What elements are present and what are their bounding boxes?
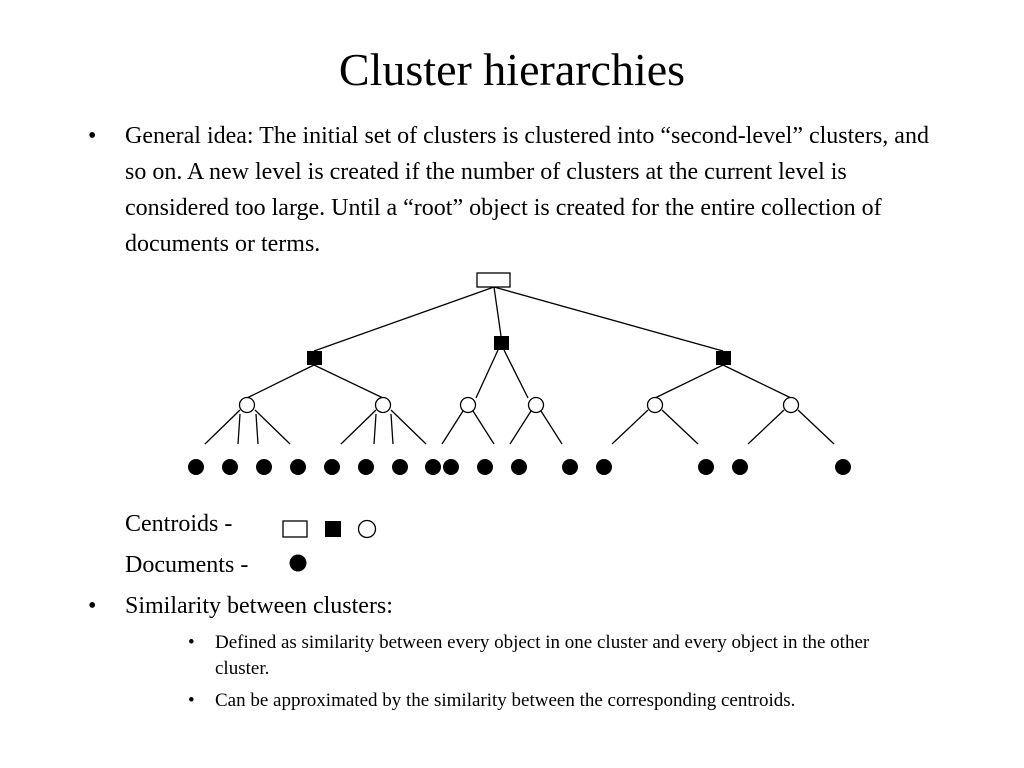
edge <box>540 410 563 445</box>
edge <box>661 409 699 445</box>
bullet-general-idea: • General idea: The initial set of clust… <box>88 118 948 262</box>
root-centroid-rectangle <box>476 272 511 288</box>
document-dot <box>698 459 714 475</box>
document-dot <box>222 459 238 475</box>
tree-edges <box>204 286 835 445</box>
edge <box>747 409 785 445</box>
edge <box>204 409 241 445</box>
sub-bullet-approximated: • Can be approximated by the similarity … <box>188 688 928 714</box>
level2-centroid-circle <box>238 396 256 414</box>
edge <box>340 409 377 445</box>
sub-bullet-marker: • <box>188 632 195 653</box>
edge <box>254 409 291 445</box>
document-dot <box>596 459 612 475</box>
edge <box>441 410 464 445</box>
edge <box>503 349 529 399</box>
bullet-marker: • <box>88 123 97 149</box>
sub-bullet-text: Defined as similarity between every obje… <box>215 632 870 679</box>
bullet-similarity: • Similarity between clusters: <box>88 588 948 624</box>
edge <box>509 410 532 445</box>
document-dot <box>835 459 851 475</box>
legend-documents-label: Documents - <box>125 552 249 578</box>
edge <box>472 410 495 445</box>
sub-bullet-defined: • Defined as similarity between every ob… <box>188 630 928 682</box>
legend-centroids-label: Centroids - <box>125 511 233 537</box>
level1-centroid-square <box>307 351 322 365</box>
level2-centroid-circle <box>459 396 477 414</box>
document-dot <box>732 459 748 475</box>
document-dot <box>511 459 527 475</box>
document-dot <box>562 459 578 475</box>
level1-centroid-square <box>494 336 509 350</box>
document-dot <box>324 459 340 475</box>
level2-centroid-circle <box>646 396 664 414</box>
legend-document-dot <box>289 554 307 572</box>
edge <box>797 409 835 445</box>
document-dot <box>358 459 374 475</box>
edge <box>390 413 394 445</box>
sub-bullet-marker: • <box>188 690 195 711</box>
bullet-marker: • <box>88 593 97 619</box>
level1-centroid-square <box>716 351 731 365</box>
edge <box>475 349 499 399</box>
edge <box>654 364 724 399</box>
level2-centroid-circle <box>527 396 545 414</box>
document-dot <box>256 459 272 475</box>
slide-title: Cluster hierarchies <box>338 44 686 95</box>
sub-bullet-text: Can be approximated by the similarity be… <box>215 690 796 711</box>
edge <box>611 409 649 445</box>
level2-centroid-circle <box>374 396 392 414</box>
edge <box>722 364 792 399</box>
edge <box>246 364 315 399</box>
legend-circle-centroid <box>357 519 377 539</box>
document-dot <box>443 459 459 475</box>
bullet-text: Similarity between clusters: <box>125 593 393 619</box>
legend-rectangle-centroid <box>282 520 308 538</box>
document-dot <box>392 459 408 475</box>
bullet-text: General idea: The initial set of cluster… <box>125 123 929 257</box>
edge <box>493 286 502 337</box>
edge <box>255 413 259 445</box>
edge <box>237 413 241 445</box>
edge <box>313 364 384 399</box>
document-dot <box>290 459 306 475</box>
document-dot <box>188 459 204 475</box>
edge <box>493 286 724 352</box>
edge <box>313 286 495 352</box>
legend-square-centroid <box>325 521 341 537</box>
level2-centroid-circle <box>782 396 800 414</box>
document-dot <box>477 459 493 475</box>
edge <box>390 409 427 445</box>
edge <box>373 413 377 445</box>
document-dot <box>425 459 441 475</box>
